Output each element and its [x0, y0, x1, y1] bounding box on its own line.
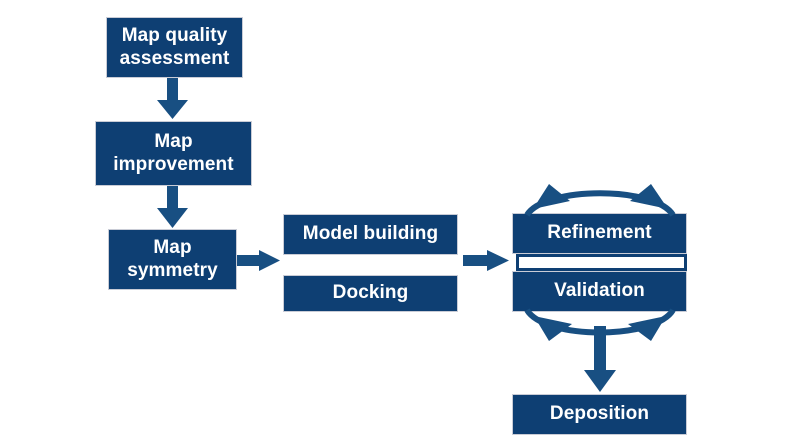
node-docking[interactable]: Docking [283, 275, 458, 312]
node-label-map-symmetry: Map symmetry [127, 237, 218, 281]
node-model-building[interactable]: Model building [283, 214, 458, 255]
node-label-docking: Docking [332, 282, 409, 304]
node-label-deposition: Deposition [549, 403, 650, 425]
node-label-model-building: Model building [302, 223, 439, 245]
refinement-validation-separator [516, 254, 687, 271]
node-map-symmetry[interactable]: Map symmetry [108, 229, 237, 290]
node-label-map-quality-assessment: Map quality assessment [119, 25, 230, 69]
arrow-improvement-to-symmetry [157, 186, 188, 228]
node-validation[interactable]: Validation [512, 271, 687, 312]
node-map-quality-assessment[interactable]: Map quality assessment [106, 17, 243, 78]
arrow-building-to-refinement [463, 250, 509, 271]
arc-refinement-validation-top-arrowheads [533, 184, 668, 209]
node-label-refinement: Refinement [547, 222, 652, 244]
arc-refinement-validation-bottom [524, 308, 676, 336]
node-refinement[interactable]: Refinement [512, 213, 687, 254]
arrow-quality-to-improvement [157, 78, 188, 119]
node-deposition[interactable]: Deposition [512, 394, 687, 435]
node-label-map-improvement: Map improvement [113, 131, 234, 175]
arrow-validation-to-deposition [584, 326, 616, 392]
node-label-validation: Validation [554, 280, 645, 302]
arrow-symmetry-to-building [237, 250, 280, 271]
node-map-improvement[interactable]: Map improvement [95, 121, 252, 186]
arc-refinement-validation-top [524, 190, 676, 217]
arc-refinement-validation-bottom-arrowheads [534, 316, 666, 341]
